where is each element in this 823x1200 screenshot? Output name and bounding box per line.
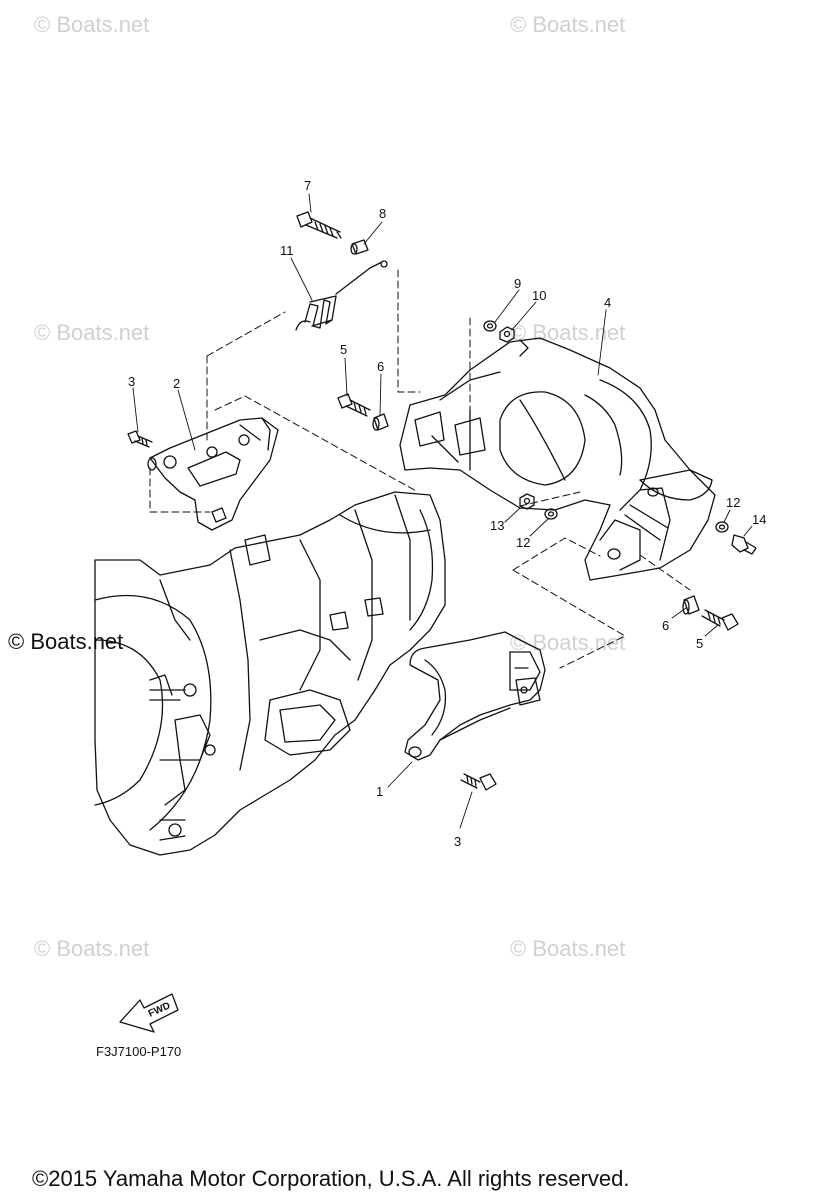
bolt-part-5-lower (701, 609, 739, 631)
collar-part-8 (350, 239, 369, 255)
steering-arm-part-1 (404, 631, 546, 761)
callout-3-upper: 3 (128, 374, 135, 389)
callout-3-lower: 3 (454, 834, 461, 849)
watermark-top-left: © Boats.net (34, 12, 150, 37)
nut-part-10 (499, 326, 515, 343)
figure-code: F3J7100-P170 (96, 1044, 182, 1059)
callout-12-right: 12 (726, 495, 740, 510)
assembly-guide-lines (149, 269, 691, 669)
callout-8: 8 (379, 206, 386, 221)
bolt-part-5-upper (337, 393, 371, 417)
collar-part-6-upper (372, 413, 389, 431)
leader-lines (132, 193, 753, 829)
watermark-mid-right: © Boats.net (510, 320, 626, 345)
watermark-main: © Boats.net (8, 629, 124, 654)
collar-part-6-lower (682, 595, 700, 615)
copyright-notice: ©2015 Yamaha Motor Corporation, U.S.A. A… (32, 1166, 630, 1191)
watermark-top-right: © Boats.net (510, 12, 626, 37)
callout-5-lower: 5 (696, 636, 703, 651)
watermark-bottom-right: © Boats.net (510, 936, 626, 961)
watermark-lower-center: © Boats.net (510, 630, 626, 655)
washer-part-9 (483, 320, 497, 332)
engine-housing-drawing (94, 491, 446, 856)
nut-part-13 (519, 493, 535, 510)
callout-4: 4 (604, 295, 611, 310)
callout-6-lower: 6 (662, 618, 669, 633)
callout-2: 2 (173, 376, 180, 391)
spring-part-11 (295, 260, 388, 331)
callout-5-upper: 5 (340, 342, 347, 357)
washer-part-12-right (715, 521, 729, 533)
watermark-bottom-left: © Boats.net (34, 936, 150, 961)
callout-13: 13 (490, 518, 504, 533)
callout-7: 7 (304, 178, 311, 193)
callout-14: 14 (752, 512, 766, 527)
grease-nipple-part-14 (731, 534, 757, 555)
bracket-part-2 (147, 417, 279, 531)
callout-1: 1 (376, 784, 383, 799)
bolt-part-3-lower (460, 773, 497, 791)
washer-part-12-left (544, 508, 558, 520)
callout-12-left: 12 (516, 535, 530, 550)
callout-6-upper: 6 (377, 359, 384, 374)
bolt-part-3-upper (127, 430, 153, 448)
fwd-label: FWD (147, 1000, 172, 1019)
bolt-part-7 (296, 211, 342, 239)
callout-10: 10 (532, 288, 546, 303)
callout-11: 11 (280, 243, 294, 258)
fwd-arrow-icon (119, 993, 179, 1033)
callout-9: 9 (514, 276, 521, 291)
nozzle-housing-part-4 (399, 337, 716, 581)
watermark-mid-left: © Boats.net (34, 320, 150, 345)
